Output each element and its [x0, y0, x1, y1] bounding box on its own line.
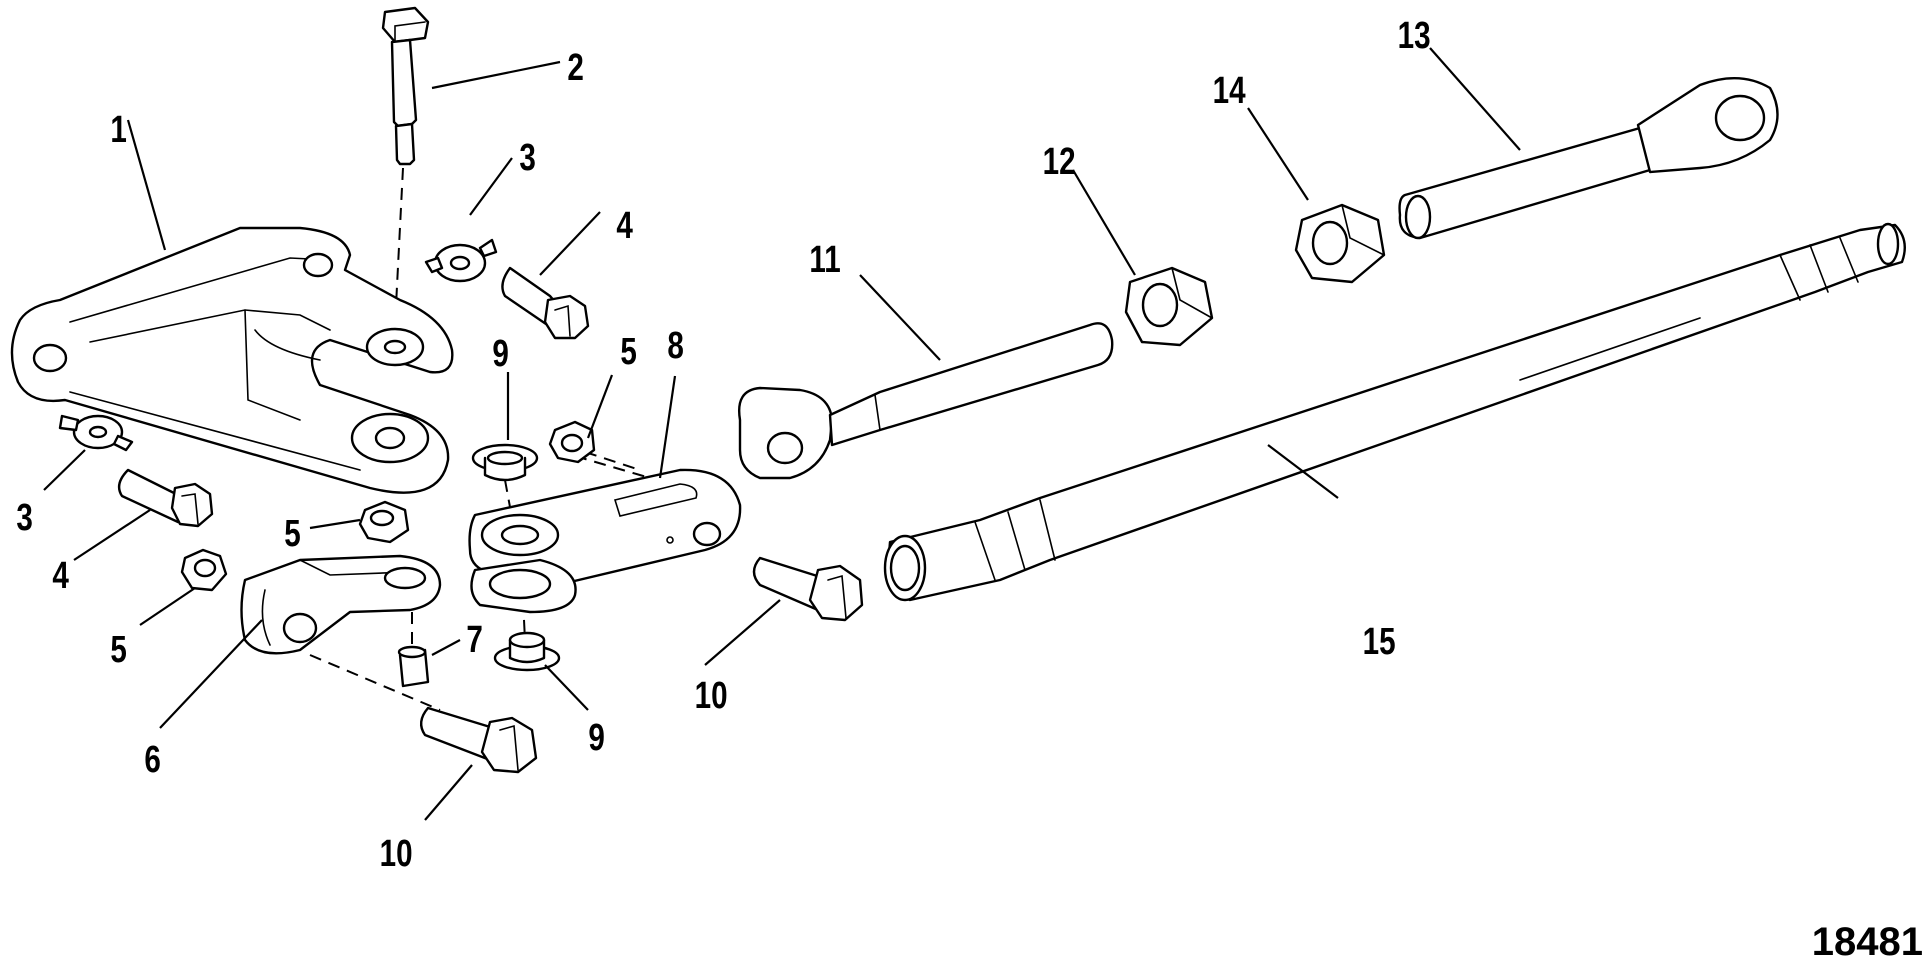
callout-11: 11: [809, 239, 840, 281]
part-11-rod-end: [738, 322, 1114, 480]
part-4-bolt-lower: [117, 468, 214, 528]
callout-13: 13: [1398, 15, 1431, 57]
part-14-nut: [1294, 203, 1386, 284]
callout-15: 15: [1363, 621, 1396, 663]
part-5-nut-lower: [180, 548, 228, 592]
callout-10-right: 10: [695, 675, 728, 717]
part-1-bracket: [10, 226, 454, 494]
callout-9-upper: 9: [492, 333, 508, 375]
figure-number: 18481: [1812, 920, 1923, 959]
callout-6: 6: [144, 739, 160, 781]
callout-labels: 1 2 3 3 4 4 5 5 5 6 7 8 9 9 10 10 11 12 …: [16, 15, 1430, 875]
part-10-bolt-lower: [420, 706, 538, 774]
callout-12: 12: [1043, 141, 1076, 183]
callout-2: 2: [567, 47, 583, 89]
callout-5-lower: 5: [110, 629, 126, 671]
part-8-yoke: [468, 468, 742, 614]
part-9-bushing-upper: [471, 443, 539, 482]
callout-4-upper: 4: [616, 205, 633, 247]
callout-5-middle: 5: [284, 513, 300, 555]
leader-lines: [43, 47, 1521, 821]
part-7-spacer: [397, 645, 430, 688]
part-2-bolt: [381, 6, 430, 166]
callout-3-upper: 3: [519, 137, 535, 179]
part-12-nut: [1124, 266, 1214, 347]
callout-7: 7: [466, 619, 482, 661]
part-6-clevis: [240, 554, 442, 655]
callout-8: 8: [667, 325, 683, 367]
part-4-bolt-upper: [501, 266, 590, 340]
part-13-rod-end: [1398, 76, 1779, 240]
callout-14: 14: [1213, 70, 1246, 112]
callout-5-upper: 5: [620, 331, 636, 373]
callout-9-lower: 9: [588, 717, 604, 759]
part-5-nut-upper: [548, 420, 596, 464]
callout-1: 1: [110, 109, 126, 151]
part-9-bushing-lower: [493, 631, 561, 672]
part-10-bolt-right: [752, 556, 864, 622]
part-15-tube: [883, 222, 1906, 602]
part-5-nut-middle: [358, 500, 410, 544]
part-3-tab-washer-lower: [58, 414, 134, 452]
callout-4-lower: 4: [52, 555, 69, 597]
callout-3-lower: 3: [16, 497, 32, 539]
callout-10-lower: 10: [380, 833, 413, 875]
part-3-tab-washer-upper: [424, 238, 498, 283]
